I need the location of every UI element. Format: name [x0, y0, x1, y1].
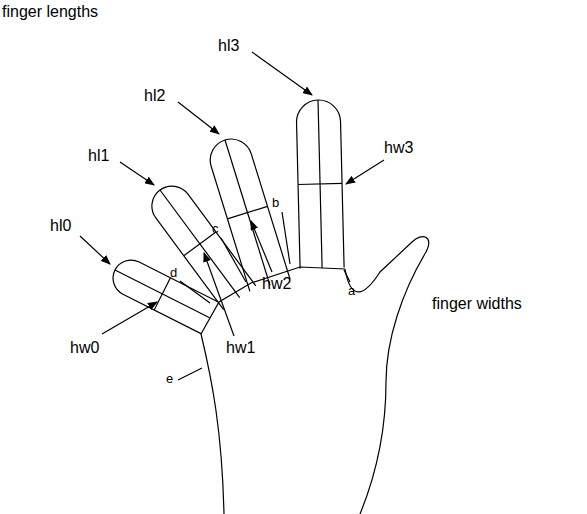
width-label: hw2 [262, 276, 291, 292]
length-label: hl3 [218, 38, 239, 54]
width-letter: a [348, 284, 355, 297]
width-label: hw0 [70, 340, 99, 356]
length-label: hl1 [88, 148, 109, 164]
length-label: hl2 [144, 88, 165, 104]
length-label: hl0 [50, 218, 71, 234]
heading-label: finger lengths [2, 4, 98, 20]
width-label: hw3 [384, 140, 413, 156]
width-letter: d [170, 266, 177, 279]
heading-label: finger widths [432, 296, 522, 312]
width-label: hw1 [226, 340, 255, 356]
width-letter: e [166, 372, 173, 385]
width-letter: c [212, 222, 219, 235]
width-letter: b [272, 196, 279, 209]
